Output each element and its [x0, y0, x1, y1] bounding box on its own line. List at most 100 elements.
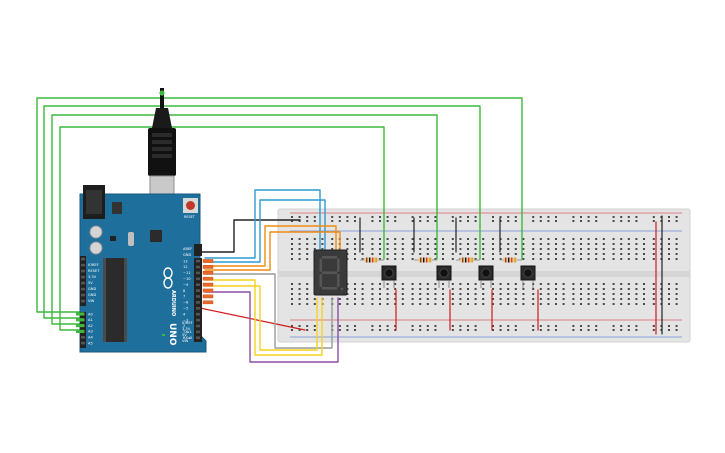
breadboard-hole[interactable]	[602, 283, 605, 285]
breadboard-hole[interactable]	[602, 253, 605, 255]
breadboard-hole[interactable]	[482, 303, 485, 305]
rail-hole[interactable]	[434, 216, 437, 218]
rail-hole[interactable]	[467, 325, 469, 327]
breadboard-hole[interactable]	[620, 298, 623, 300]
breadboard-hole[interactable]	[499, 258, 502, 260]
breadboard-hole[interactable]	[338, 298, 341, 300]
rail-hole[interactable]	[595, 216, 598, 218]
rail-hole[interactable]	[411, 220, 414, 222]
breadboard-hole[interactable]	[306, 253, 309, 255]
rail-hole[interactable]	[459, 220, 462, 222]
rail-hole[interactable]	[394, 325, 397, 327]
resistor-3[interactable]	[456, 257, 480, 263]
rail-hole[interactable]	[451, 325, 454, 327]
breadboard-hole[interactable]	[587, 283, 590, 285]
breadboard-hole[interactable]	[298, 283, 301, 285]
breadboard-hole[interactable]	[580, 238, 582, 240]
breadboard-hole[interactable]	[580, 293, 582, 295]
breadboard-hole[interactable]	[451, 298, 454, 300]
breadboard-hole[interactable]	[595, 303, 598, 305]
breadboard-hole[interactable]	[602, 293, 605, 295]
breadboard-hole[interactable]	[555, 238, 557, 240]
rail-hole[interactable]	[291, 220, 293, 222]
breadboard-hole[interactable]	[499, 253, 502, 255]
breadboard-hole[interactable]	[291, 303, 293, 305]
digital-pin-socket[interactable]	[196, 259, 200, 263]
breadboard-hole[interactable]	[291, 248, 293, 250]
rail-hole[interactable]	[580, 220, 582, 222]
reset-button[interactable]	[186, 201, 195, 210]
rail-hole[interactable]	[675, 325, 678, 327]
breadboard-hole[interactable]	[474, 253, 477, 255]
rail-hole[interactable]	[580, 325, 582, 327]
breadboard-hole[interactable]	[386, 243, 389, 245]
breadboard-hole[interactable]	[354, 293, 356, 295]
wire-black-gnd[interactable]	[199, 219, 301, 253]
breadboard-hole[interactable]	[507, 253, 510, 255]
breadboard-hole[interactable]	[338, 303, 341, 305]
breadboard-hole[interactable]	[442, 253, 444, 255]
breadboard-hole[interactable]	[612, 303, 615, 305]
breadboard-hole[interactable]	[572, 238, 575, 240]
breadboard-hole[interactable]	[539, 238, 542, 240]
breadboard-hole[interactable]	[602, 248, 605, 250]
digital-pin-socket[interactable]	[196, 336, 200, 340]
breadboard-hole[interactable]	[426, 248, 429, 250]
breadboard-hole[interactable]	[580, 248, 582, 250]
breadboard-hole[interactable]	[499, 283, 502, 285]
breadboard-hole[interactable]	[555, 258, 557, 260]
breadboard-hole[interactable]	[572, 248, 575, 250]
breadboard-hole[interactable]	[361, 243, 364, 245]
rail-hole[interactable]	[386, 325, 389, 327]
breadboard-hole[interactable]	[434, 298, 437, 300]
breadboard-hole[interactable]	[668, 293, 670, 295]
breadboard-hole[interactable]	[602, 243, 605, 245]
breadboard-hole[interactable]	[643, 283, 645, 285]
breadboard-hole[interactable]	[379, 283, 381, 285]
breadboard-hole[interactable]	[474, 303, 477, 305]
breadboard-hole[interactable]	[492, 243, 494, 245]
rail-hole[interactable]	[298, 329, 301, 331]
breadboard-hole[interactable]	[411, 288, 414, 290]
breadboard-hole[interactable]	[547, 253, 550, 255]
breadboard-hole[interactable]	[459, 288, 462, 290]
digital-pin-socket[interactable]	[196, 312, 200, 316]
rail-hole[interactable]	[539, 220, 542, 222]
breadboard-hole[interactable]	[482, 298, 485, 300]
breadboard-hole[interactable]	[555, 283, 557, 285]
breadboard-hole[interactable]	[379, 248, 381, 250]
breadboard-hole[interactable]	[620, 303, 623, 305]
breadboard-hole[interactable]	[507, 243, 510, 245]
rail-hole[interactable]	[419, 325, 422, 327]
breadboard-hole[interactable]	[539, 283, 542, 285]
breadboard-hole[interactable]	[386, 303, 389, 305]
breadboard-hole[interactable]	[401, 288, 404, 290]
rail-hole[interactable]	[652, 216, 655, 218]
breadboard-hole[interactable]	[482, 283, 485, 285]
breadboard-hole[interactable]	[321, 248, 324, 250]
breadboard-hole[interactable]	[361, 238, 364, 240]
breadboard-hole[interactable]	[539, 293, 542, 295]
rail-hole[interactable]	[419, 220, 422, 222]
pushbutton-1[interactable]	[381, 265, 397, 288]
breadboard-hole[interactable]	[298, 238, 301, 240]
breadboard-hole[interactable]	[459, 243, 462, 245]
breadboard-hole[interactable]	[555, 298, 557, 300]
rail-hole[interactable]	[620, 329, 623, 331]
breadboard-hole[interactable]	[459, 238, 462, 240]
rail-hole[interactable]	[612, 216, 615, 218]
breadboard-hole[interactable]	[492, 248, 494, 250]
breadboard-hole[interactable]	[426, 253, 429, 255]
breadboard-hole[interactable]	[291, 293, 293, 295]
breadboard-hole[interactable]	[587, 293, 590, 295]
breadboard-hole[interactable]	[442, 288, 444, 290]
breadboard-hole[interactable]	[434, 293, 437, 295]
breadboard-hole[interactable]	[668, 248, 670, 250]
breadboard-hole[interactable]	[467, 243, 469, 245]
breadboard-hole[interactable]	[555, 253, 557, 255]
breadboard-hole[interactable]	[668, 298, 670, 300]
rail-hole[interactable]	[668, 216, 670, 218]
rail-hole[interactable]	[313, 329, 316, 331]
breadboard-hole[interactable]	[499, 288, 502, 290]
rail-hole[interactable]	[434, 325, 437, 327]
